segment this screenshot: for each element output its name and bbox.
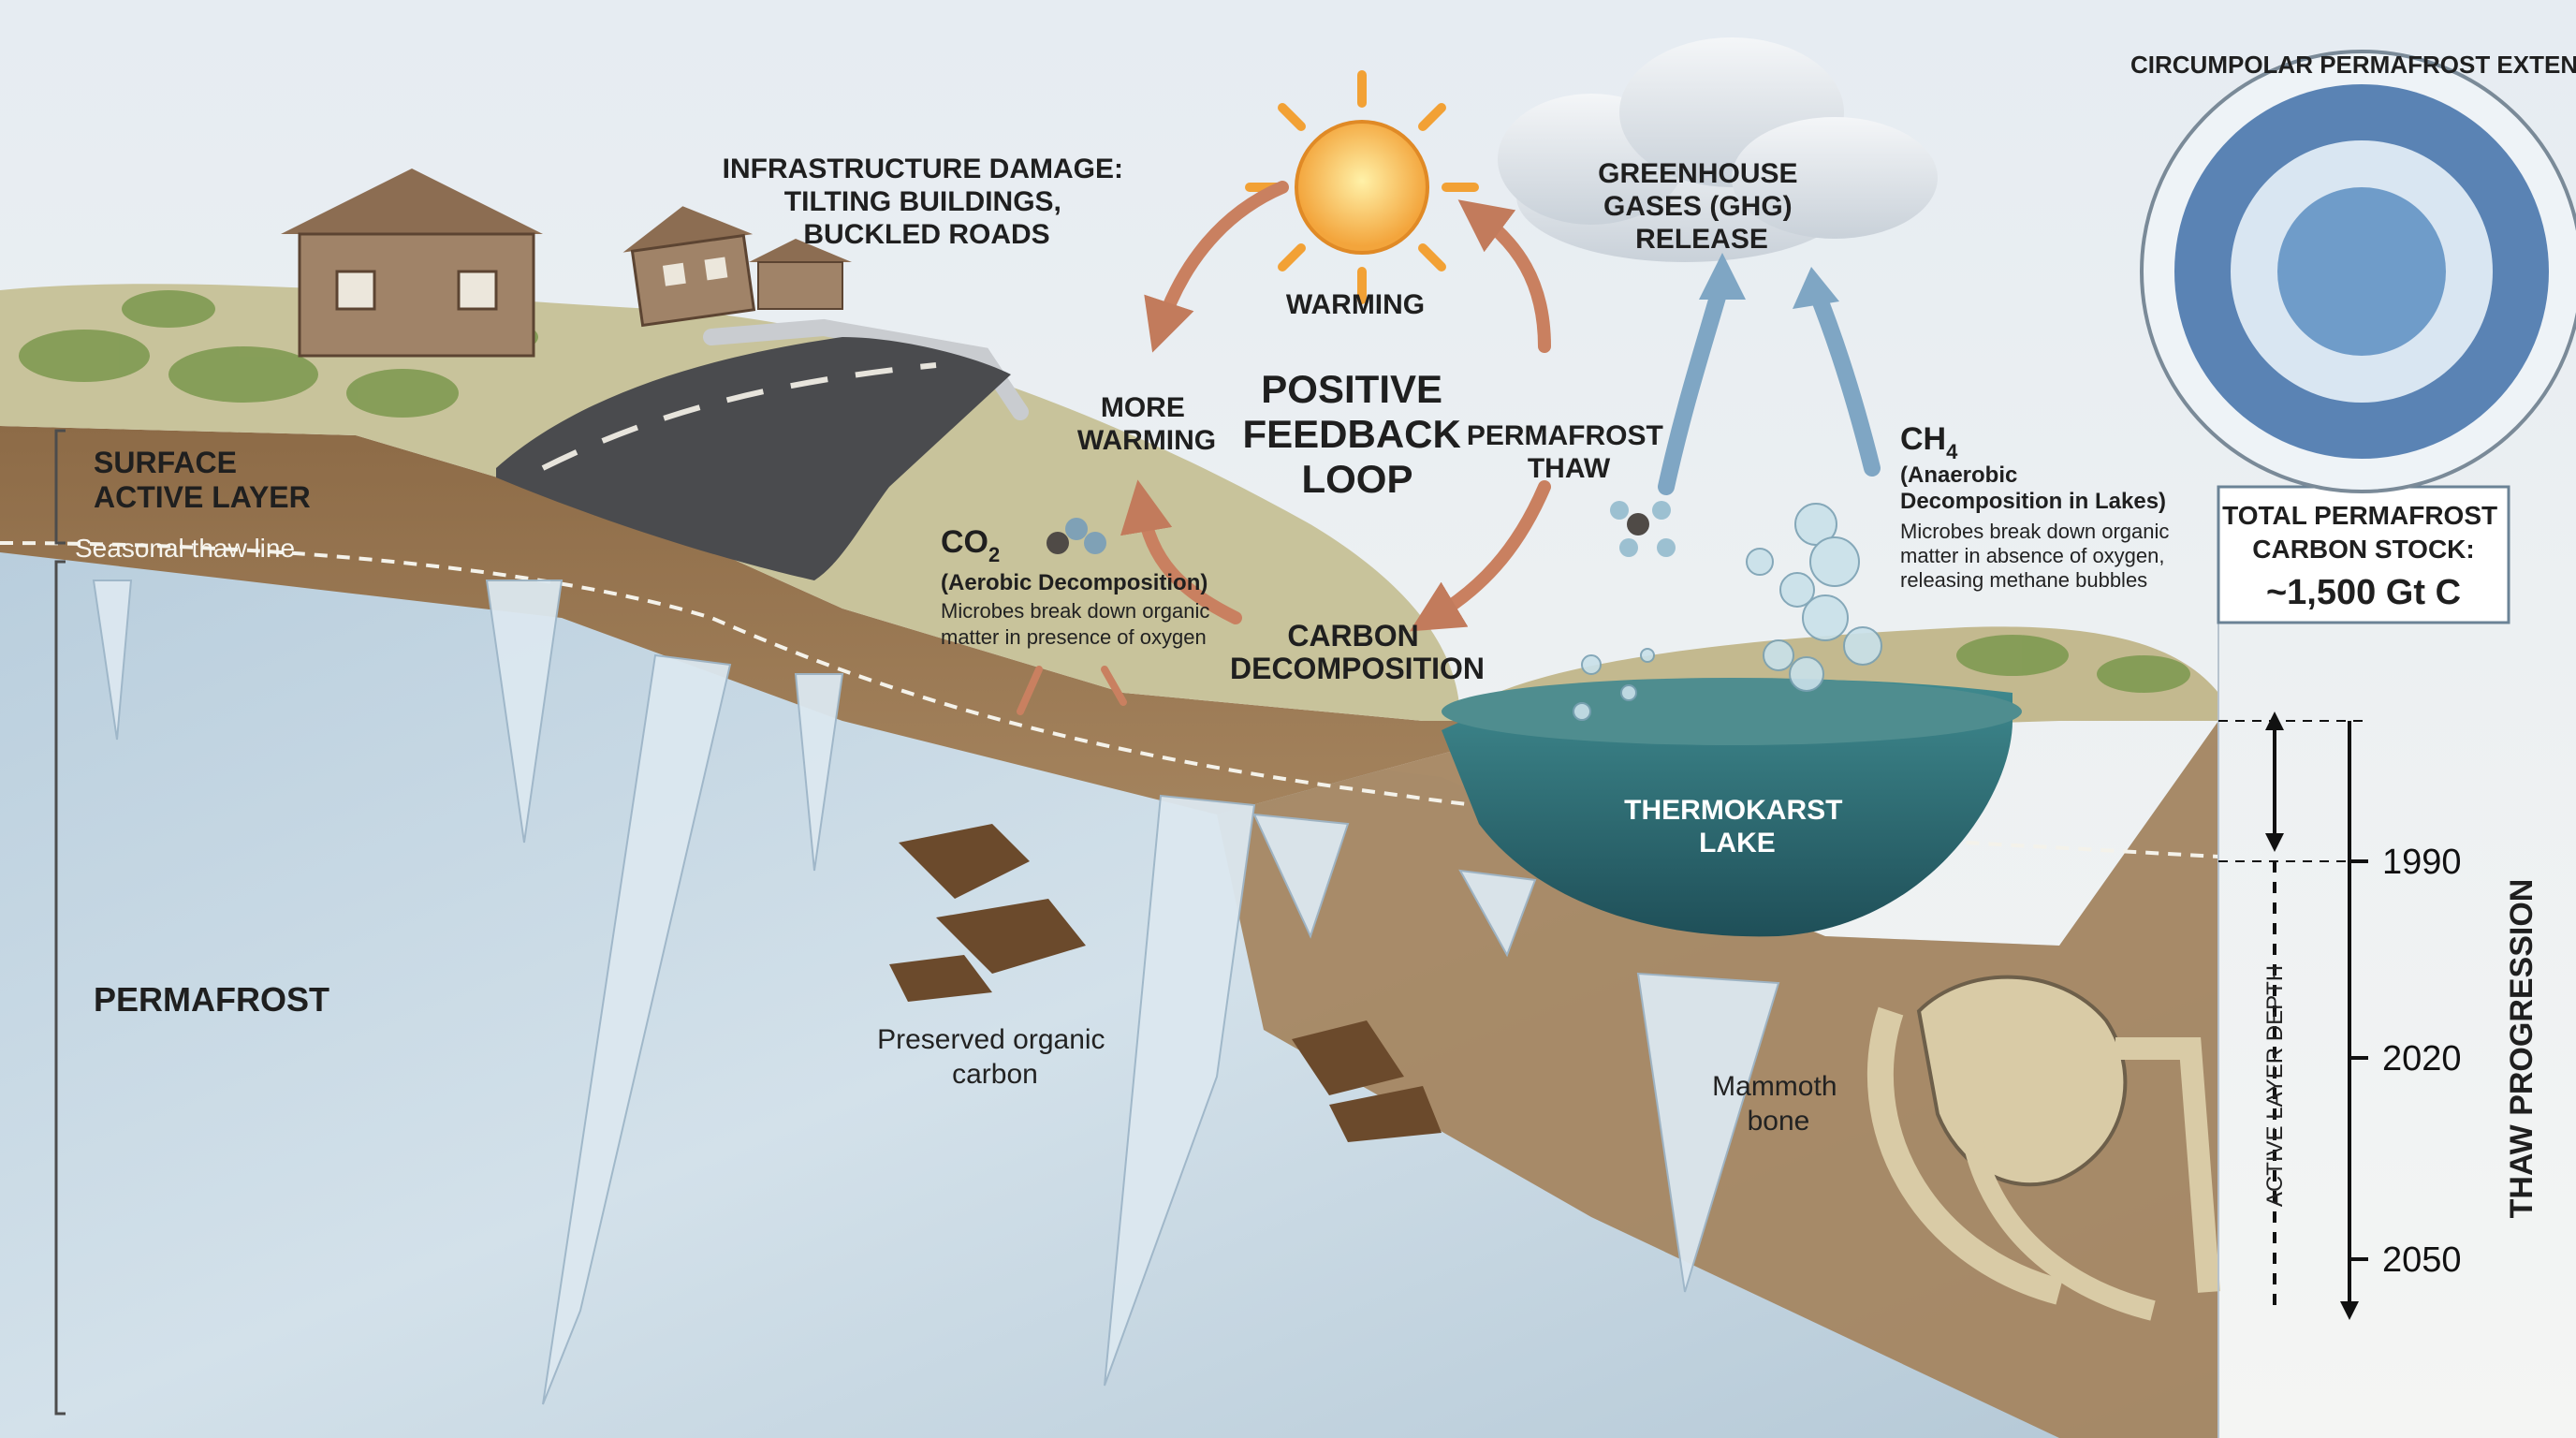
carbon-stock-value: ~1,500 Gt C bbox=[2266, 573, 2461, 612]
thaw-progression-label: THAW PROGRESSION bbox=[2504, 879, 2539, 1219]
buckled-road bbox=[496, 337, 1011, 580]
svg-text:CO2: CO2 bbox=[941, 524, 1000, 566]
tilting-house-medium bbox=[622, 206, 756, 328]
ch4-process-label: (Anaerobic Decomposition in Lakes) bbox=[1900, 462, 2166, 514]
ch4-molecule-icon bbox=[1610, 501, 1676, 557]
methane-bubbles bbox=[1573, 503, 1882, 721]
tilting-house-large bbox=[281, 169, 543, 358]
warming-label: WARMING bbox=[1286, 289, 1425, 320]
surface-active-layer-bracket bbox=[54, 429, 66, 545]
co2-subscript: 2 bbox=[988, 543, 1000, 566]
positive-feedback-loop-label: POSITIVE FEEDBACK LOOP bbox=[1242, 367, 1471, 501]
year-1990: 1990 bbox=[2382, 843, 2462, 882]
more-warming-label: MORE WARMING bbox=[1077, 392, 1216, 456]
seasonal-thaw-line-label: Seasonal thaw line bbox=[75, 534, 295, 563]
ch4-label-group: CH4 (Anaerobic Decomposition in Lakes) M… bbox=[1900, 421, 2175, 592]
permafrost-bracket bbox=[54, 560, 66, 1416]
ch4-formula: CH bbox=[1900, 421, 1946, 457]
ch4-description: Microbes break down organic matter in ab… bbox=[1900, 520, 2175, 592]
circumpolar-map-panel bbox=[2140, 50, 2576, 1438]
mammoth-bone-label: Mammoth bone bbox=[1712, 1071, 1845, 1137]
circumpolar-map-title: CIRCUMPOLAR PERMAFROST EXTENT bbox=[2130, 51, 2576, 79]
ghg-arrowheads bbox=[1699, 253, 1839, 309]
year-2050: 2050 bbox=[2382, 1240, 2462, 1280]
lake-surface bbox=[1442, 678, 2022, 745]
surface-active-layer-label: SURFACE ACTIVE LAYER bbox=[94, 446, 311, 514]
carbon-decomposition-label: CARBON DECOMPOSITION bbox=[1230, 619, 1485, 685]
co2-molecule-icon bbox=[1046, 518, 1106, 554]
ch4-subscript: 4 bbox=[1946, 440, 1958, 463]
svg-text:CH4: CH4 bbox=[1900, 421, 1958, 463]
ghg-cloud-icon bbox=[1498, 37, 1938, 262]
preserved-organic-carbon-label: Preserved organic carbon bbox=[877, 1024, 1113, 1090]
permafrost-thaw-label: PERMAFROST THAW bbox=[1467, 420, 1671, 484]
thermokarst-lake-label: THERMOKARST LAKE bbox=[1624, 795, 1851, 858]
co2-label-group: CO2 (Aerobic Decomposition) Microbes bre… bbox=[941, 524, 1216, 649]
active-layer-depth-label: ACTIVE LAYER DEPTH bbox=[2262, 965, 2288, 1207]
infrastructure-damage-label: INFRASTRUCTURE DAMAGE: TILTING BUILDINGS… bbox=[723, 154, 1132, 250]
mammoth-skeleton bbox=[1866, 975, 2220, 1321]
co2-formula: CO bbox=[941, 524, 988, 560]
feedback-loop-arrows bbox=[1120, 181, 1551, 632]
road-centerline bbox=[541, 362, 937, 471]
ice-wedges bbox=[92, 580, 1780, 1405]
co2-emission-arrows bbox=[1017, 666, 1127, 715]
co2-description: Microbes break down organic matter in pr… bbox=[941, 599, 1216, 649]
active-layer-soil bbox=[0, 426, 1460, 814]
pipeline bbox=[703, 318, 1029, 420]
ghg-release-arrows bbox=[1658, 272, 1881, 495]
thermokarst-lake bbox=[1442, 679, 2012, 937]
co2-process-label: (Aerobic Decomposition) bbox=[941, 570, 1208, 595]
preserved-organic-carbon bbox=[889, 824, 1442, 1142]
ghg-release-label: GREENHOUSE GASES (GHG) RELEASE bbox=[1598, 158, 1806, 255]
carbon-stock-label: TOTAL PERMAFROST CARBON STOCK: bbox=[2222, 501, 2505, 564]
tilting-house-small bbox=[749, 239, 852, 310]
thaw-timeline bbox=[2218, 712, 2368, 1320]
year-2020: 2020 bbox=[2382, 1039, 2462, 1078]
permafrost-label: PERMAFROST bbox=[94, 980, 329, 1019]
